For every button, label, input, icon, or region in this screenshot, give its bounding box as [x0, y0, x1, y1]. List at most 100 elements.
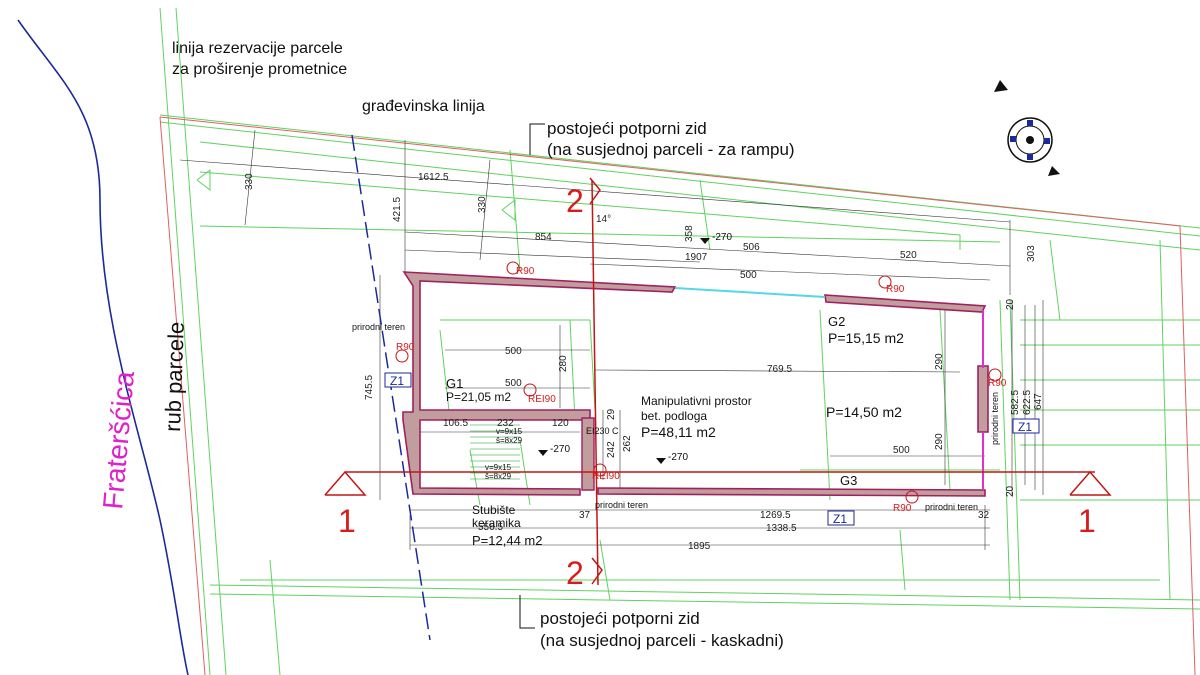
level-stair: -270	[550, 444, 570, 455]
retaining-wall-top-1: postojeći potporni zid	[547, 119, 707, 138]
wall-tag-z1-left: Z1	[384, 372, 412, 388]
room-g3-area: P=14,50 m2	[826, 404, 902, 420]
section-2-top: 2	[566, 183, 584, 219]
street-name: Frateršćica	[97, 369, 140, 510]
dim-1338: 1338.5	[766, 523, 797, 534]
terrain-label-br: prirodni teren	[925, 502, 978, 512]
dimension-lines	[179, 129, 1044, 550]
dim-500-mid: 500	[505, 378, 522, 389]
terrain-label-left: prirodni teren	[352, 322, 405, 332]
dim-330-b: 330	[477, 196, 488, 213]
site-lines	[159, 7, 1200, 675]
dim-120: 120	[552, 418, 569, 429]
street-curve	[17, 19, 189, 675]
dim-5825: 582.5	[1010, 390, 1021, 415]
dim-1895: 1895	[688, 541, 711, 552]
dim-262: 262	[622, 435, 633, 452]
main-room-line2: bet. podloga	[641, 409, 707, 423]
angle-label: 14°	[596, 214, 611, 225]
dim-106: 106.5	[443, 418, 468, 429]
svg-text:Z1: Z1	[833, 512, 847, 526]
dim-232: 232	[497, 418, 514, 429]
stair-hatch	[470, 424, 520, 480]
dim-303: 303	[1026, 245, 1037, 262]
level-mark-main	[656, 458, 666, 464]
stair-note-v2: v=9x15	[485, 463, 512, 472]
level-main: -270	[668, 452, 688, 463]
terrain-label-right: prirodni teren	[990, 392, 1000, 445]
building-line-label: građevinska linija	[362, 98, 485, 115]
retaining-wall-top-2: (na susjednoj parceli - za rampu)	[547, 140, 795, 159]
stair-note-s2: š=8x29	[485, 472, 512, 481]
room-g2-area: P=15,15 m2	[828, 330, 904, 346]
wall-tag-z1-bottom: Z1	[827, 510, 855, 526]
dim-290-b: 290	[934, 433, 945, 450]
section-1-left: 1	[338, 503, 356, 539]
dim-421: 421.5	[392, 197, 403, 222]
dim-20-b: 20	[1005, 485, 1016, 497]
dim-854: 854	[535, 232, 552, 243]
fire-r90-1: R90	[516, 266, 535, 277]
terrain-label-bottom: prirodni teren	[595, 500, 648, 510]
level-mark-top	[700, 238, 710, 244]
dim-500-right: 500	[893, 445, 910, 456]
stair-line2: keramika	[472, 516, 521, 530]
building-walls	[402, 271, 989, 497]
fire-r90-2: R90	[886, 284, 905, 295]
fire-markers	[395, 261, 1002, 504]
leader-top	[529, 123, 545, 155]
dim-500-top: 500	[740, 270, 757, 281]
main-room-line1: Manipulativni prostor	[641, 394, 752, 408]
north-arrow-icon	[994, 80, 1060, 176]
stair-note-s1: š=8x29	[496, 436, 523, 445]
section-1-right: 1	[1078, 503, 1096, 539]
fire-rei90-1: REI90	[528, 394, 556, 405]
dim-1612: 1612.5	[418, 172, 449, 183]
dim-358: 358	[684, 225, 695, 242]
dim-500-g1: 500	[505, 346, 522, 357]
svg-text:Z1: Z1	[390, 374, 404, 388]
dim-242: 242	[606, 441, 617, 458]
room-g2-name: G2	[828, 314, 845, 329]
fire-r90-3: R90	[396, 342, 415, 353]
dim-6225: 622.5	[1022, 390, 1033, 415]
level-top: -270	[712, 232, 732, 243]
parcel-boundary	[159, 116, 1196, 675]
room-g1-name: G1	[446, 376, 463, 391]
main-room-area: P=48,11 m2	[641, 424, 716, 440]
retaining-wall-bottom-1: postojeći potporni zid	[540, 609, 700, 628]
stair-area: P=12,44 m2	[472, 533, 542, 548]
reservation-line-1: linija rezervacije parcele	[172, 40, 343, 57]
stair-note-v1: v=9x15	[496, 427, 523, 436]
fire-r90-5: R90	[893, 503, 912, 514]
dim-290-a: 290	[934, 353, 945, 370]
svg-text:Z1: Z1	[1018, 420, 1032, 434]
level-mark-stair	[538, 450, 548, 456]
section-lines	[324, 177, 1112, 586]
reservation-line-2: za proširenje prometnice	[172, 61, 347, 78]
dim-647: 647	[1033, 393, 1044, 410]
dim-29: 29	[606, 408, 617, 420]
leader-bottom	[519, 595, 535, 629]
dim-1269: 1269.5	[760, 510, 791, 521]
dim-330-a: 330	[244, 173, 255, 190]
dim-769: 769.5	[767, 364, 792, 375]
dim-1907: 1907	[685, 252, 708, 263]
fire-rei90-2: REI90	[592, 471, 620, 482]
parcel-edge-label: rub parcele	[160, 321, 189, 432]
dim-20-a: 20	[1005, 298, 1016, 310]
room-g3-name: G3	[840, 473, 857, 488]
section-2-bottom: 2	[566, 555, 584, 591]
dim-37: 37	[579, 510, 591, 521]
wall-tag-z1-right: Z1	[1012, 418, 1040, 434]
fire-ei230: EI230 C	[586, 426, 619, 436]
dim-745: 745.5	[364, 375, 375, 400]
fire-r90-4: R90	[988, 378, 1007, 389]
room-g1-area: P=21,05 m2	[446, 390, 511, 404]
dim-506: 506	[743, 242, 760, 253]
dim-520: 520	[900, 250, 917, 261]
retaining-wall-bottom-2: (na susjednoj parceli - kaskadni)	[540, 631, 784, 650]
stair-line1: Stubište	[472, 503, 516, 517]
dim-5565: 556.5	[478, 522, 503, 533]
